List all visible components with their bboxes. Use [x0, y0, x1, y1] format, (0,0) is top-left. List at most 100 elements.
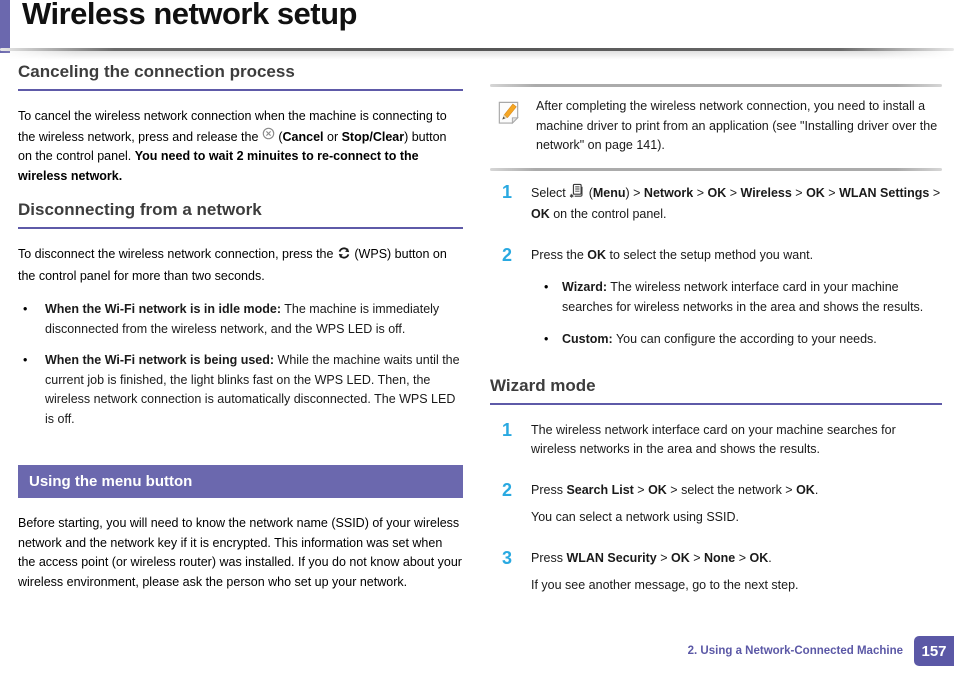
bold-run: OK — [806, 185, 825, 200]
page-footer: 2. Using a Network-Connected Machine 157 — [688, 636, 954, 666]
text-run: (WPS) button on the control panel for mo… — [18, 247, 447, 283]
bullet-dot: • — [23, 353, 28, 367]
step-1: 1 Select (Menu) > Network > OK > Wireles… — [490, 181, 942, 225]
section-heading-canceling: Canceling the connection process — [18, 62, 463, 91]
step-number: 2 — [502, 479, 513, 500]
divider-shadow — [0, 51, 954, 61]
text-run: Press — [531, 550, 567, 565]
bullet-dot: • — [544, 332, 549, 346]
menu-icon — [569, 183, 585, 206]
page-number-badge: 157 — [914, 636, 954, 666]
text-run: > — [689, 550, 704, 565]
bold-run: You need to wait 2 minuites to re-connec… — [18, 149, 419, 183]
bold-run: When the Wi-Fi network is in idle mode: — [45, 302, 282, 316]
disconnecting-paragraph: To disconnect the wireless network conne… — [18, 245, 463, 286]
step-number: 2 — [502, 244, 513, 265]
wizard-step-2: 2 Press Search List > OK > select the ne… — [490, 479, 942, 528]
text-run: > — [735, 550, 750, 565]
text-run: Press — [531, 482, 567, 497]
bold-run: Stop/Clear — [341, 129, 405, 144]
page-title: Wireless network setup — [22, 0, 358, 31]
bold-run: WLAN Security — [566, 550, 657, 565]
section-heading-wizard-mode: Wizard mode — [490, 376, 942, 405]
bullet-text: Custom: You can configure the according … — [562, 330, 942, 350]
bullet-custom: • Custom: You can configure the according… — [531, 330, 942, 350]
chapter-label: 2. Using a Network-Connected Machine — [687, 645, 903, 657]
note-icon — [495, 97, 523, 156]
bullet-being-used: • When the Wi-Fi network is being used: … — [18, 351, 463, 429]
text-run: The wireless network interface card in y… — [562, 280, 924, 314]
text-run: ) > — [625, 185, 644, 200]
bullet-text: When the Wi-Fi network is in idle mode: … — [45, 300, 463, 339]
bullet-wizard: • Wizard: The wireless network interface … — [531, 278, 942, 317]
note-top-rule — [490, 84, 942, 87]
bullet-text: When the Wi-Fi network is being used: Wh… — [45, 351, 463, 429]
page-content: Canceling the connection process To canc… — [0, 62, 954, 617]
step-sub-text: If you see another message, go to the ne… — [531, 578, 799, 592]
text-run: > select the network > — [666, 482, 797, 497]
wizard-step-1: 1 The wireless network interface card on… — [490, 419, 942, 460]
text-run: . — [768, 550, 772, 565]
left-column: Canceling the connection process To canc… — [18, 62, 463, 617]
bold-run: Network — [643, 185, 694, 200]
text-run: > — [824, 185, 840, 200]
bullet-dot: • — [23, 302, 28, 316]
step-text: Press the OK to select the setup method … — [531, 246, 942, 350]
text-run: To disconnect the wireless network conne… — [18, 247, 337, 261]
text-run: . — [814, 482, 819, 497]
text-run: to select the setup method you want. — [606, 247, 814, 262]
note-box: After completing the wireless network co… — [490, 84, 942, 171]
wizard-steps: 1 The wireless network interface card on… — [490, 419, 942, 596]
step-2: 2 Press the OK to select the setup metho… — [490, 244, 942, 350]
note-text: After completing the wireless network co… — [536, 99, 938, 152]
text-run: on the control panel. — [549, 207, 667, 221]
text-run: Press the — [531, 247, 588, 262]
text-run: The machine is immediately disconnected … — [45, 302, 440, 336]
note-inner: After completing the wireless network co… — [490, 87, 942, 168]
right-column: After completing the wireless network co… — [490, 62, 942, 617]
bold-run: OK — [796, 482, 815, 497]
step-number: 3 — [502, 547, 513, 568]
text-run: ) button on the control panel. — [18, 129, 447, 164]
step-number: 1 — [502, 181, 513, 202]
bullet-dot: • — [544, 280, 549, 294]
bold-run: When the Wi-Fi network is being used: — [45, 353, 275, 367]
bullet-text: Wizard: The wireless network interface c… — [562, 278, 942, 317]
text-run: or — [323, 129, 342, 144]
divider-line — [0, 48, 954, 51]
bold-run: Cancel — [282, 129, 324, 144]
section-heading-disconnecting: Disconnecting from a network — [18, 200, 463, 229]
wizard-step-3: 3 Press WLAN Security > OK > None > OK. … — [490, 547, 942, 596]
bold-run: WLAN Settings — [839, 185, 930, 200]
bold-run: OK — [648, 482, 667, 497]
text-run: ( — [585, 185, 593, 200]
bullet-idle-mode: • When the Wi-Fi network is in idle mode… — [18, 300, 463, 339]
step-text: The wireless network interface card on y… — [531, 422, 896, 457]
text-run: Select — [531, 185, 570, 200]
bold-run: Wireless — [740, 185, 792, 200]
bold-run: OK — [749, 550, 769, 565]
bold-run: Search List — [566, 482, 634, 497]
page-header: Wireless network setup — [0, 0, 954, 62]
text-run: To cancel the wireless network connectio… — [18, 109, 447, 144]
bold-run: Menu — [592, 185, 626, 200]
step-sub-text: You can select a network using SSID. — [531, 510, 739, 524]
canceling-paragraph: To cancel the wireless network connectio… — [18, 107, 463, 186]
text-run: While the machine waits until the curren… — [45, 353, 460, 426]
cancel-icon — [262, 127, 275, 147]
step-text: Press WLAN Security > OK > None > OK. If… — [531, 549, 942, 596]
note-bottom-rule — [490, 167, 942, 171]
step-number: 1 — [502, 419, 513, 440]
bold-run: None — [703, 550, 736, 565]
text-run: > — [929, 185, 941, 200]
step-text: Press Search List > OK > select the netw… — [531, 481, 942, 528]
text-run: > — [656, 550, 671, 565]
text-run: > — [633, 482, 649, 497]
title-accent-bar — [0, 0, 10, 53]
text-run: ( — [274, 129, 283, 144]
bold-run: OK — [587, 247, 607, 262]
bold-run: OK — [707, 185, 727, 200]
title-divider — [0, 48, 954, 62]
section-band-using-menu-button: Using the menu button — [18, 465, 463, 498]
